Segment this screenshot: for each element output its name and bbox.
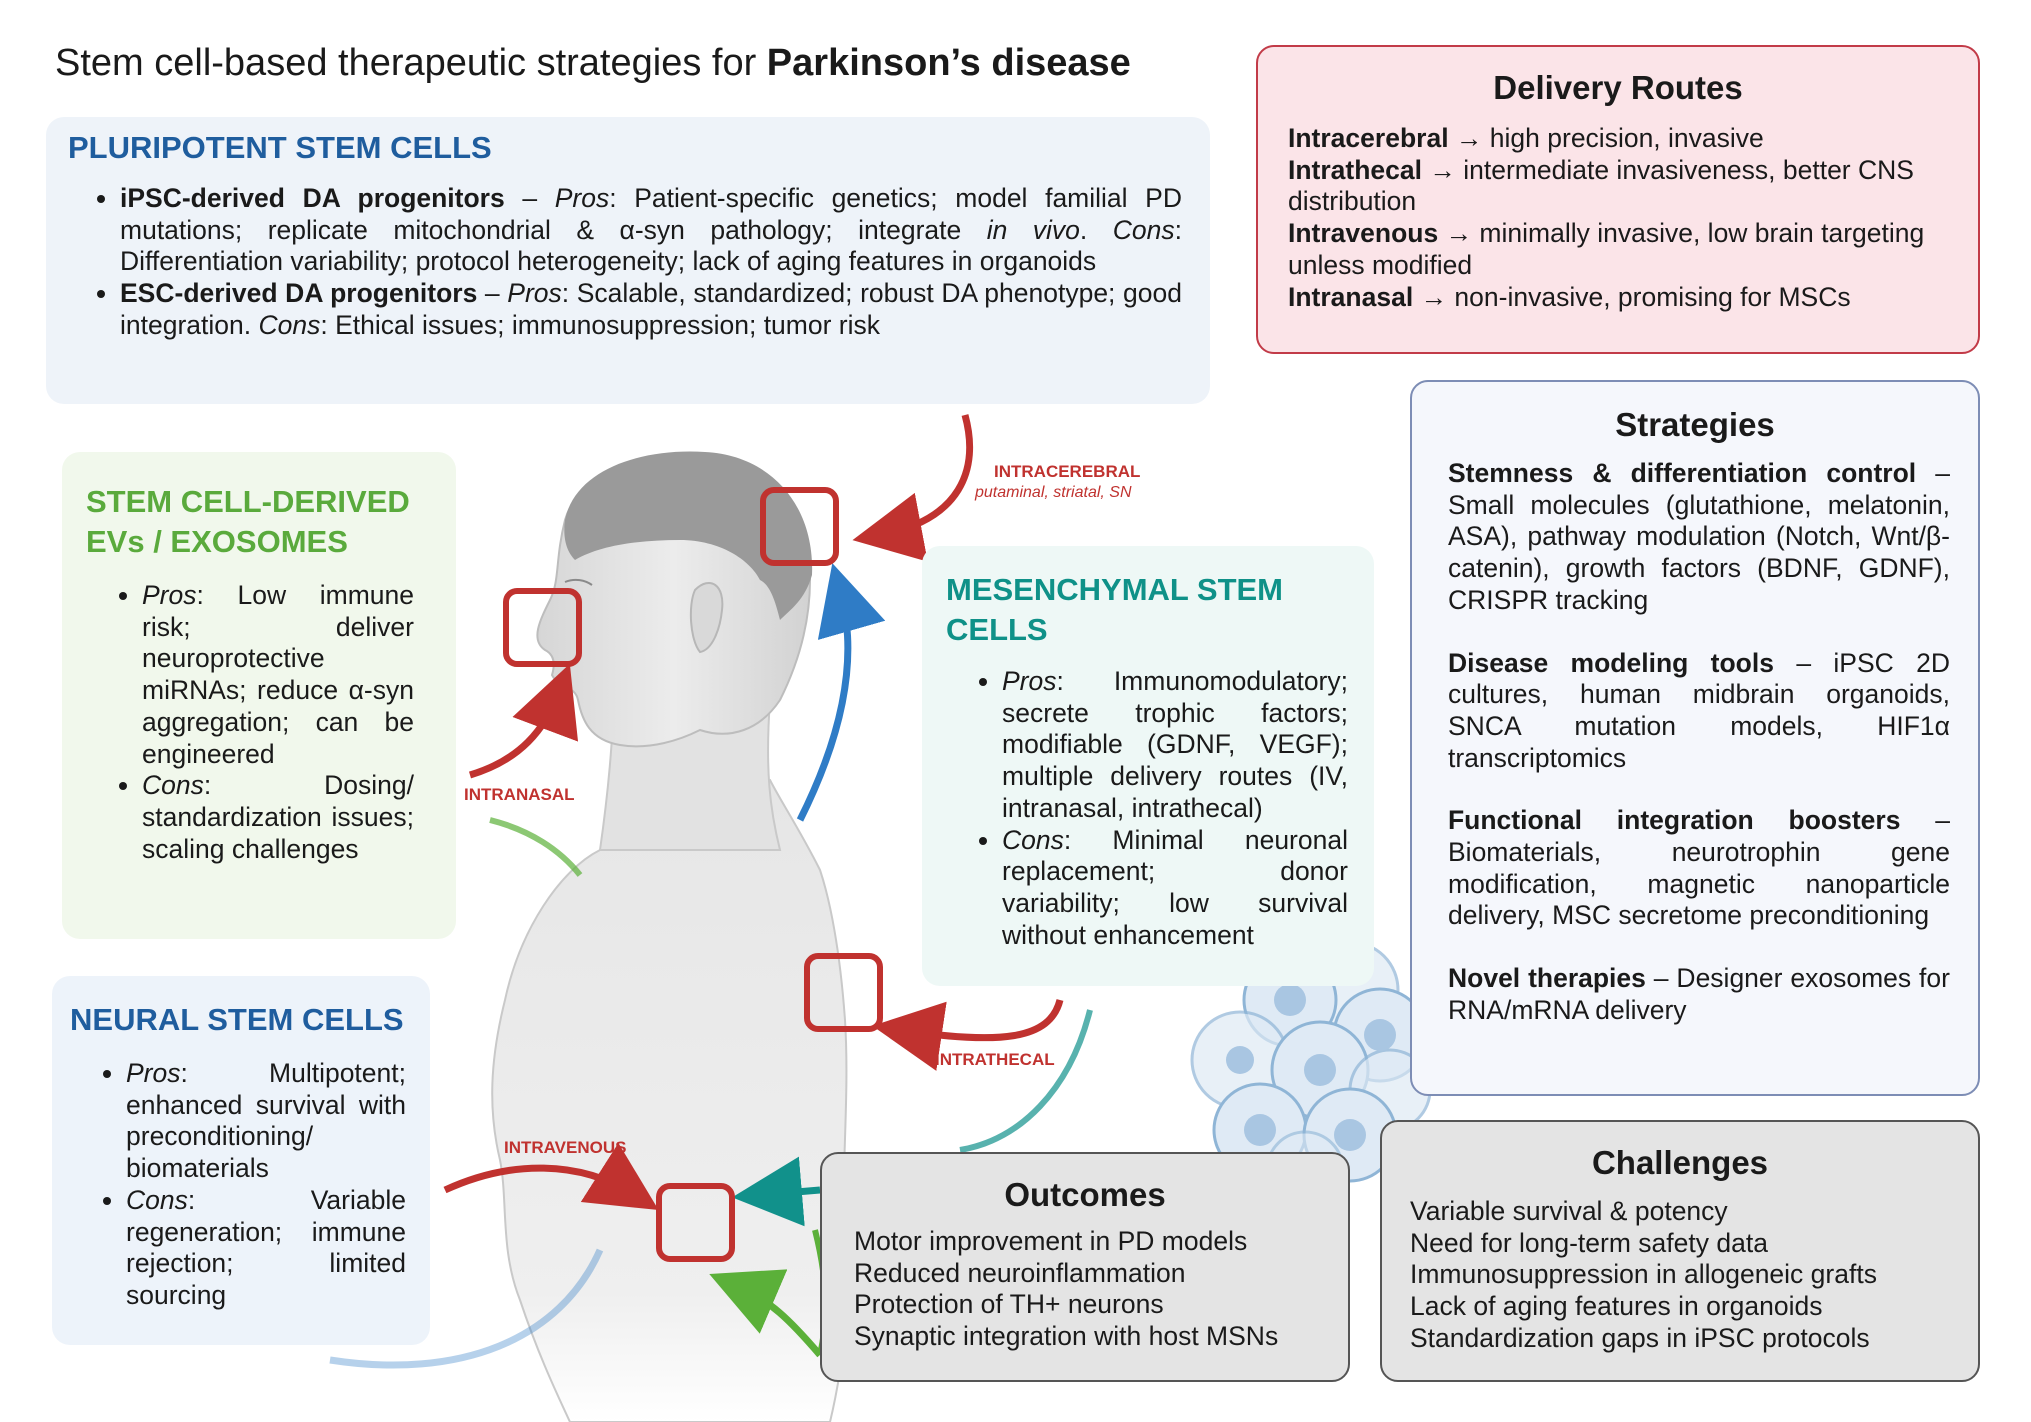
hair-shape [564, 451, 813, 620]
evs-list: Pros: Low immune risk; deliver neuroprot… [114, 580, 414, 865]
challenge-line: Lack of aging features in organoids [1410, 1291, 1823, 1322]
strategy-disease-modeling: Disease modeling tools – iPSC 2D culture… [1448, 647, 1950, 773]
delivery-lines: Intracerebral → high precision, invasive… [1288, 123, 1928, 313]
challenge-line: Variable survival & potency [1410, 1196, 1728, 1226]
strategy-stemness: Stemness & differentiation control – Sma… [1448, 458, 1950, 615]
target-square-vein [656, 1183, 735, 1262]
intranasal-label: INTRANASAL [464, 785, 575, 804]
strategies-panel: Strategies Stemness & differentiation co… [1410, 380, 1980, 1096]
delivery-line-intracerebral: Intracerebral → high precision, invasive [1288, 123, 1764, 153]
evs-cons: Cons: Dosing/ standardization issues; sc… [142, 770, 414, 865]
intravenous-arrow [443, 1142, 659, 1211]
neural-stem-cells-panel: NEURAL STEM CELLS Pros: Multipotent; enh… [52, 976, 430, 1345]
intracerebral-arrow [852, 414, 974, 562]
pluripotent-heading: PLURIPOTENT STEM CELLS [68, 130, 492, 165]
msc-pros: Pros: Immunomodulatory; secrete trophic … [1002, 666, 1348, 825]
delivery-heading: Delivery Routes [1493, 69, 1743, 106]
outcome-green-arrow [709, 1269, 823, 1358]
ipsc-item: iPSC-derived DA progenitors – Pros: Pati… [120, 183, 1182, 278]
challenges-panel: Challenges Variable survival & potency N… [1380, 1120, 1980, 1382]
blue-arrow-to-brain [796, 563, 886, 822]
target-square-spine [804, 953, 883, 1032]
delivery-line-intrathecal: Intrathecal → intermediate invasiveness,… [1288, 154, 1914, 217]
msc-list: Pros: Immunomodulatory; secrete trophic … [974, 666, 1348, 951]
target-square-brain [760, 487, 839, 566]
evs-heading: STEM CELL-DERIVED EVs / EXOSOMES [86, 484, 410, 559]
challenges-heading: Challenges [1591, 1144, 1769, 1181]
ear-shape [689, 581, 724, 654]
diagram-title: Stem cell-based therapeutic strategies f… [55, 42, 1131, 84]
strategies-heading: Strategies [1615, 406, 1775, 443]
intracerebral-label: INTRACEREBRAL [994, 462, 1141, 481]
pluripotent-list: iPSC-derived DA progenitors – Pros: Pati… [92, 183, 1182, 342]
evs-exosomes-panel: STEM CELL-DERIVED EVs / EXOSOMES Pros: L… [62, 452, 456, 939]
outcomes-panel: Outcomes Motor improvement in PD models … [820, 1152, 1350, 1382]
msc-cons: Cons: Minimal neuronal replacement; dono… [1002, 825, 1348, 952]
strategy-functional-integration: Functional integration boosters – Biomat… [1448, 805, 1950, 931]
intrathecal-arrow [872, 998, 1064, 1071]
evs-pros: Pros: Low immune risk; deliver neuroprot… [142, 580, 414, 770]
delivery-line-intranasal: Intranasal → non-invasive, promising for… [1288, 281, 1851, 312]
outcomes-lines: Motor improvement in PD models Reduced n… [854, 1226, 1278, 1353]
neural-stem-cell-blue-arrow [329, 1248, 604, 1369]
mesenchymal-stem-cells-panel: MESENCHYMAL STEM CELLS Pros: Immunomodul… [922, 546, 1374, 986]
outcome-line: Reduced neuroinflammation [854, 1257, 1186, 1288]
msc-heading: MESENCHYMAL STEM CELLS [946, 572, 1284, 647]
target-square-nose [503, 588, 582, 667]
nsc-cons: Cons: Variable regeneration; immune reje… [126, 1185, 406, 1312]
challenge-line: Standardization gaps in iPSC protocols [1410, 1322, 1870, 1353]
intrathecal-label: INTRATHECAL [935, 1050, 1055, 1069]
teal-arrow-to-vein [732, 1156, 821, 1227]
strategy-novel-therapies: Novel therapies – Designer exosomes for … [1448, 963, 1950, 1025]
outcome-line: Synaptic integration with host MSNs [854, 1321, 1279, 1352]
esc-item: ESC-derived DA progenitors – Pros: Scala… [120, 278, 1182, 341]
challenge-line: Immunosuppression in allogeneic grafts [1410, 1259, 1877, 1290]
msc-teal-curve [959, 1009, 1093, 1153]
outcome-line: Motor improvement in PD models [854, 1226, 1248, 1256]
outcomes-heading: Outcomes [1004, 1176, 1166, 1213]
eye-shape [564, 578, 593, 586]
delivery-routes-panel: Delivery Routes Intracerebral → high pre… [1256, 45, 1980, 354]
challenges-lines: Variable survival & potency Need for lon… [1410, 1196, 1877, 1355]
nsc-pros: Pros: Multipotent; enhanced survival wit… [126, 1058, 406, 1185]
challenge-line: Need for long-term safety data [1410, 1227, 1768, 1258]
intravenous-label: INTRAVENOUS [504, 1138, 627, 1157]
ev-green-curve [489, 817, 583, 877]
intracerebral-sublabel: putaminal, striatal, SN [975, 484, 1132, 501]
outcome-line: Protection of TH+ neurons [854, 1289, 1164, 1320]
pluripotent-stem-cells-panel: PLURIPOTENT STEM CELLS iPSC-derived DA p… [46, 117, 1210, 404]
delivery-line-intravenous: Intravenous → minimally invasive, low br… [1288, 218, 1925, 280]
nsc-heading: NEURAL STEM CELLS [70, 1002, 404, 1037]
intranasal-arrow [468, 663, 579, 779]
strategies-list: Stemness & differentiation control – Sma… [1448, 458, 1950, 1027]
nsc-list: Pros: Multipotent; enhanced survival wit… [98, 1058, 406, 1312]
